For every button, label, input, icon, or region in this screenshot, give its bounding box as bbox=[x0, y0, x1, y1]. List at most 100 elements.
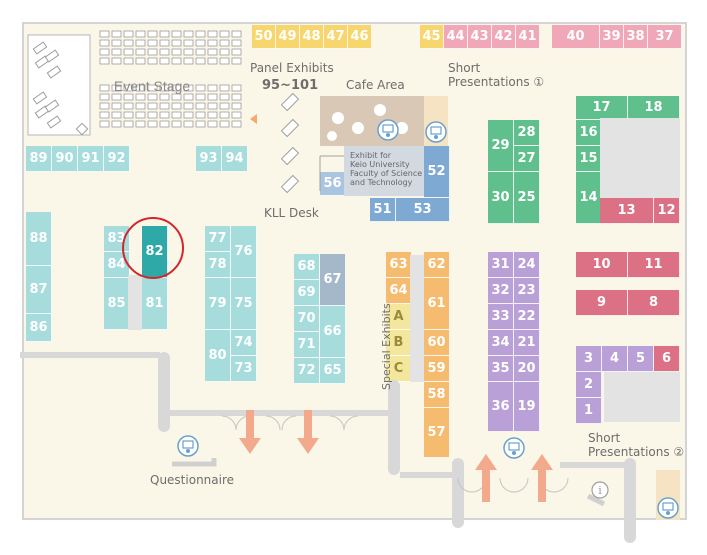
booth-18[interactable]: 18 bbox=[628, 96, 680, 120]
booth-69[interactable]: 69 bbox=[294, 280, 320, 306]
booth-5[interactable]: 5 bbox=[628, 346, 654, 372]
booth-2[interactable]: 2 bbox=[576, 372, 602, 398]
booth-65[interactable]: 65 bbox=[320, 358, 346, 384]
booth-35[interactable]: 35 bbox=[488, 356, 514, 382]
booth-58[interactable]: 58 bbox=[424, 382, 450, 408]
booth-72[interactable]: 72 bbox=[294, 358, 320, 384]
seat bbox=[111, 48, 122, 56]
booth-68[interactable]: 68 bbox=[294, 254, 320, 280]
booth-52[interactable]: 52 bbox=[424, 146, 450, 198]
booth-43[interactable]: 43 bbox=[468, 25, 492, 49]
booth-31[interactable]: 31 bbox=[488, 252, 514, 278]
booth-92[interactable]: 92 bbox=[104, 146, 130, 172]
booth-67[interactable]: 67 bbox=[320, 254, 346, 306]
seat bbox=[183, 48, 194, 56]
booth-75[interactable]: 75 bbox=[231, 278, 257, 330]
booth-83[interactable]: 83 bbox=[104, 226, 130, 252]
booth-34[interactable]: 34 bbox=[488, 330, 514, 356]
booth-70[interactable]: 70 bbox=[294, 306, 320, 332]
booth-94[interactable]: 94 bbox=[222, 146, 248, 172]
seat bbox=[111, 39, 122, 47]
booth-59[interactable]: 59 bbox=[424, 356, 450, 382]
booth-38[interactable]: 38 bbox=[624, 25, 648, 49]
booth-57[interactable]: 57 bbox=[424, 408, 450, 458]
booth-79[interactable]: 79 bbox=[205, 278, 231, 330]
booth-87[interactable]: 87 bbox=[26, 266, 52, 314]
booth-39[interactable]: 39 bbox=[600, 25, 624, 49]
booth-29[interactable]: 29 bbox=[488, 120, 514, 172]
booth-25[interactable]: 25 bbox=[514, 172, 540, 224]
booth-93[interactable]: 93 bbox=[196, 146, 222, 172]
booth-3[interactable]: 3 bbox=[576, 346, 602, 372]
booth-76[interactable]: 76 bbox=[231, 226, 257, 278]
booth-36[interactable]: 36 bbox=[488, 382, 514, 432]
booth-37[interactable]: 37 bbox=[648, 25, 682, 49]
booth-C[interactable]: C bbox=[386, 356, 412, 382]
booth-74[interactable]: 74 bbox=[231, 330, 257, 356]
booth-80[interactable]: 80 bbox=[205, 330, 231, 382]
booth-71[interactable]: 71 bbox=[294, 332, 320, 358]
event-stage: Event Stage bbox=[24, 25, 256, 140]
entrance-arrow-icon bbox=[239, 410, 319, 454]
booth-27[interactable]: 27 bbox=[514, 146, 540, 172]
cafe-area-label: Cafe Area bbox=[346, 78, 405, 92]
booth-16[interactable]: 16 bbox=[576, 120, 602, 146]
booth-56[interactable]: 56 bbox=[320, 172, 346, 196]
booth-23[interactable]: 23 bbox=[514, 278, 540, 304]
booth-24[interactable]: 24 bbox=[514, 252, 540, 278]
booth-45[interactable]: 45 bbox=[420, 25, 444, 49]
booth-28[interactable]: 28 bbox=[514, 120, 540, 146]
booth-64[interactable]: 64 bbox=[386, 278, 412, 304]
booth-78[interactable]: 78 bbox=[205, 252, 231, 278]
booth-4[interactable]: 4 bbox=[602, 346, 628, 372]
seat bbox=[207, 102, 218, 110]
booth-41[interactable]: 41 bbox=[516, 25, 540, 49]
booth-32[interactable]: 32 bbox=[488, 278, 514, 304]
booth-60[interactable]: 60 bbox=[424, 330, 450, 356]
booth-13[interactable]: 13 bbox=[600, 198, 654, 224]
booth-1[interactable]: 1 bbox=[576, 398, 602, 424]
booth-20[interactable]: 20 bbox=[514, 356, 540, 382]
booth-77[interactable]: 77 bbox=[205, 226, 231, 252]
booth-51[interactable]: 51 bbox=[370, 198, 396, 222]
booth-66[interactable]: 66 bbox=[320, 306, 346, 358]
booth-61[interactable]: 61 bbox=[424, 278, 450, 330]
booth-6[interactable]: 6 bbox=[654, 346, 680, 372]
booth-8[interactable]: 8 bbox=[628, 290, 680, 316]
booth-53[interactable]: 53 bbox=[396, 198, 450, 222]
booth-10[interactable]: 10 bbox=[576, 252, 628, 278]
booth-9[interactable]: 9 bbox=[576, 290, 628, 316]
booth-88[interactable]: 88 bbox=[26, 212, 52, 266]
booth-33[interactable]: 33 bbox=[488, 304, 514, 330]
booth-49[interactable]: 49 bbox=[276, 25, 300, 49]
booth-73[interactable]: 73 bbox=[231, 356, 257, 382]
seat bbox=[231, 30, 242, 38]
booth-86[interactable]: 86 bbox=[26, 314, 52, 342]
booth-47[interactable]: 47 bbox=[324, 25, 348, 49]
booth-12[interactable]: 12 bbox=[654, 198, 680, 224]
svg-text:i: i bbox=[598, 484, 602, 497]
booth-21[interactable]: 21 bbox=[514, 330, 540, 356]
booth-B[interactable]: B bbox=[386, 330, 412, 356]
booth-90[interactable]: 90 bbox=[52, 146, 78, 172]
booth-11[interactable]: 11 bbox=[628, 252, 680, 278]
booth-30[interactable]: 30 bbox=[488, 172, 514, 224]
booth-50[interactable]: 50 bbox=[252, 25, 276, 49]
booth-46[interactable]: 46 bbox=[348, 25, 372, 49]
booth-89[interactable]: 89 bbox=[26, 146, 52, 172]
booth-42[interactable]: 42 bbox=[492, 25, 516, 49]
booth-48[interactable]: 48 bbox=[300, 25, 324, 49]
booth-17[interactable]: 17 bbox=[576, 96, 628, 120]
booth-22[interactable]: 22 bbox=[514, 304, 540, 330]
booth-62[interactable]: 62 bbox=[424, 252, 450, 278]
booth-82[interactable]: 82 bbox=[142, 226, 168, 278]
booth-81[interactable]: 81 bbox=[142, 278, 168, 330]
booth-84[interactable]: 84 bbox=[104, 252, 130, 278]
seat bbox=[159, 120, 170, 128]
booth-85[interactable]: 85 bbox=[104, 278, 130, 330]
booth-44[interactable]: 44 bbox=[444, 25, 468, 49]
booth-40[interactable]: 40 bbox=[552, 25, 600, 49]
seat bbox=[123, 111, 134, 119]
booth-19[interactable]: 19 bbox=[514, 382, 540, 432]
booth-91[interactable]: 91 bbox=[78, 146, 104, 172]
